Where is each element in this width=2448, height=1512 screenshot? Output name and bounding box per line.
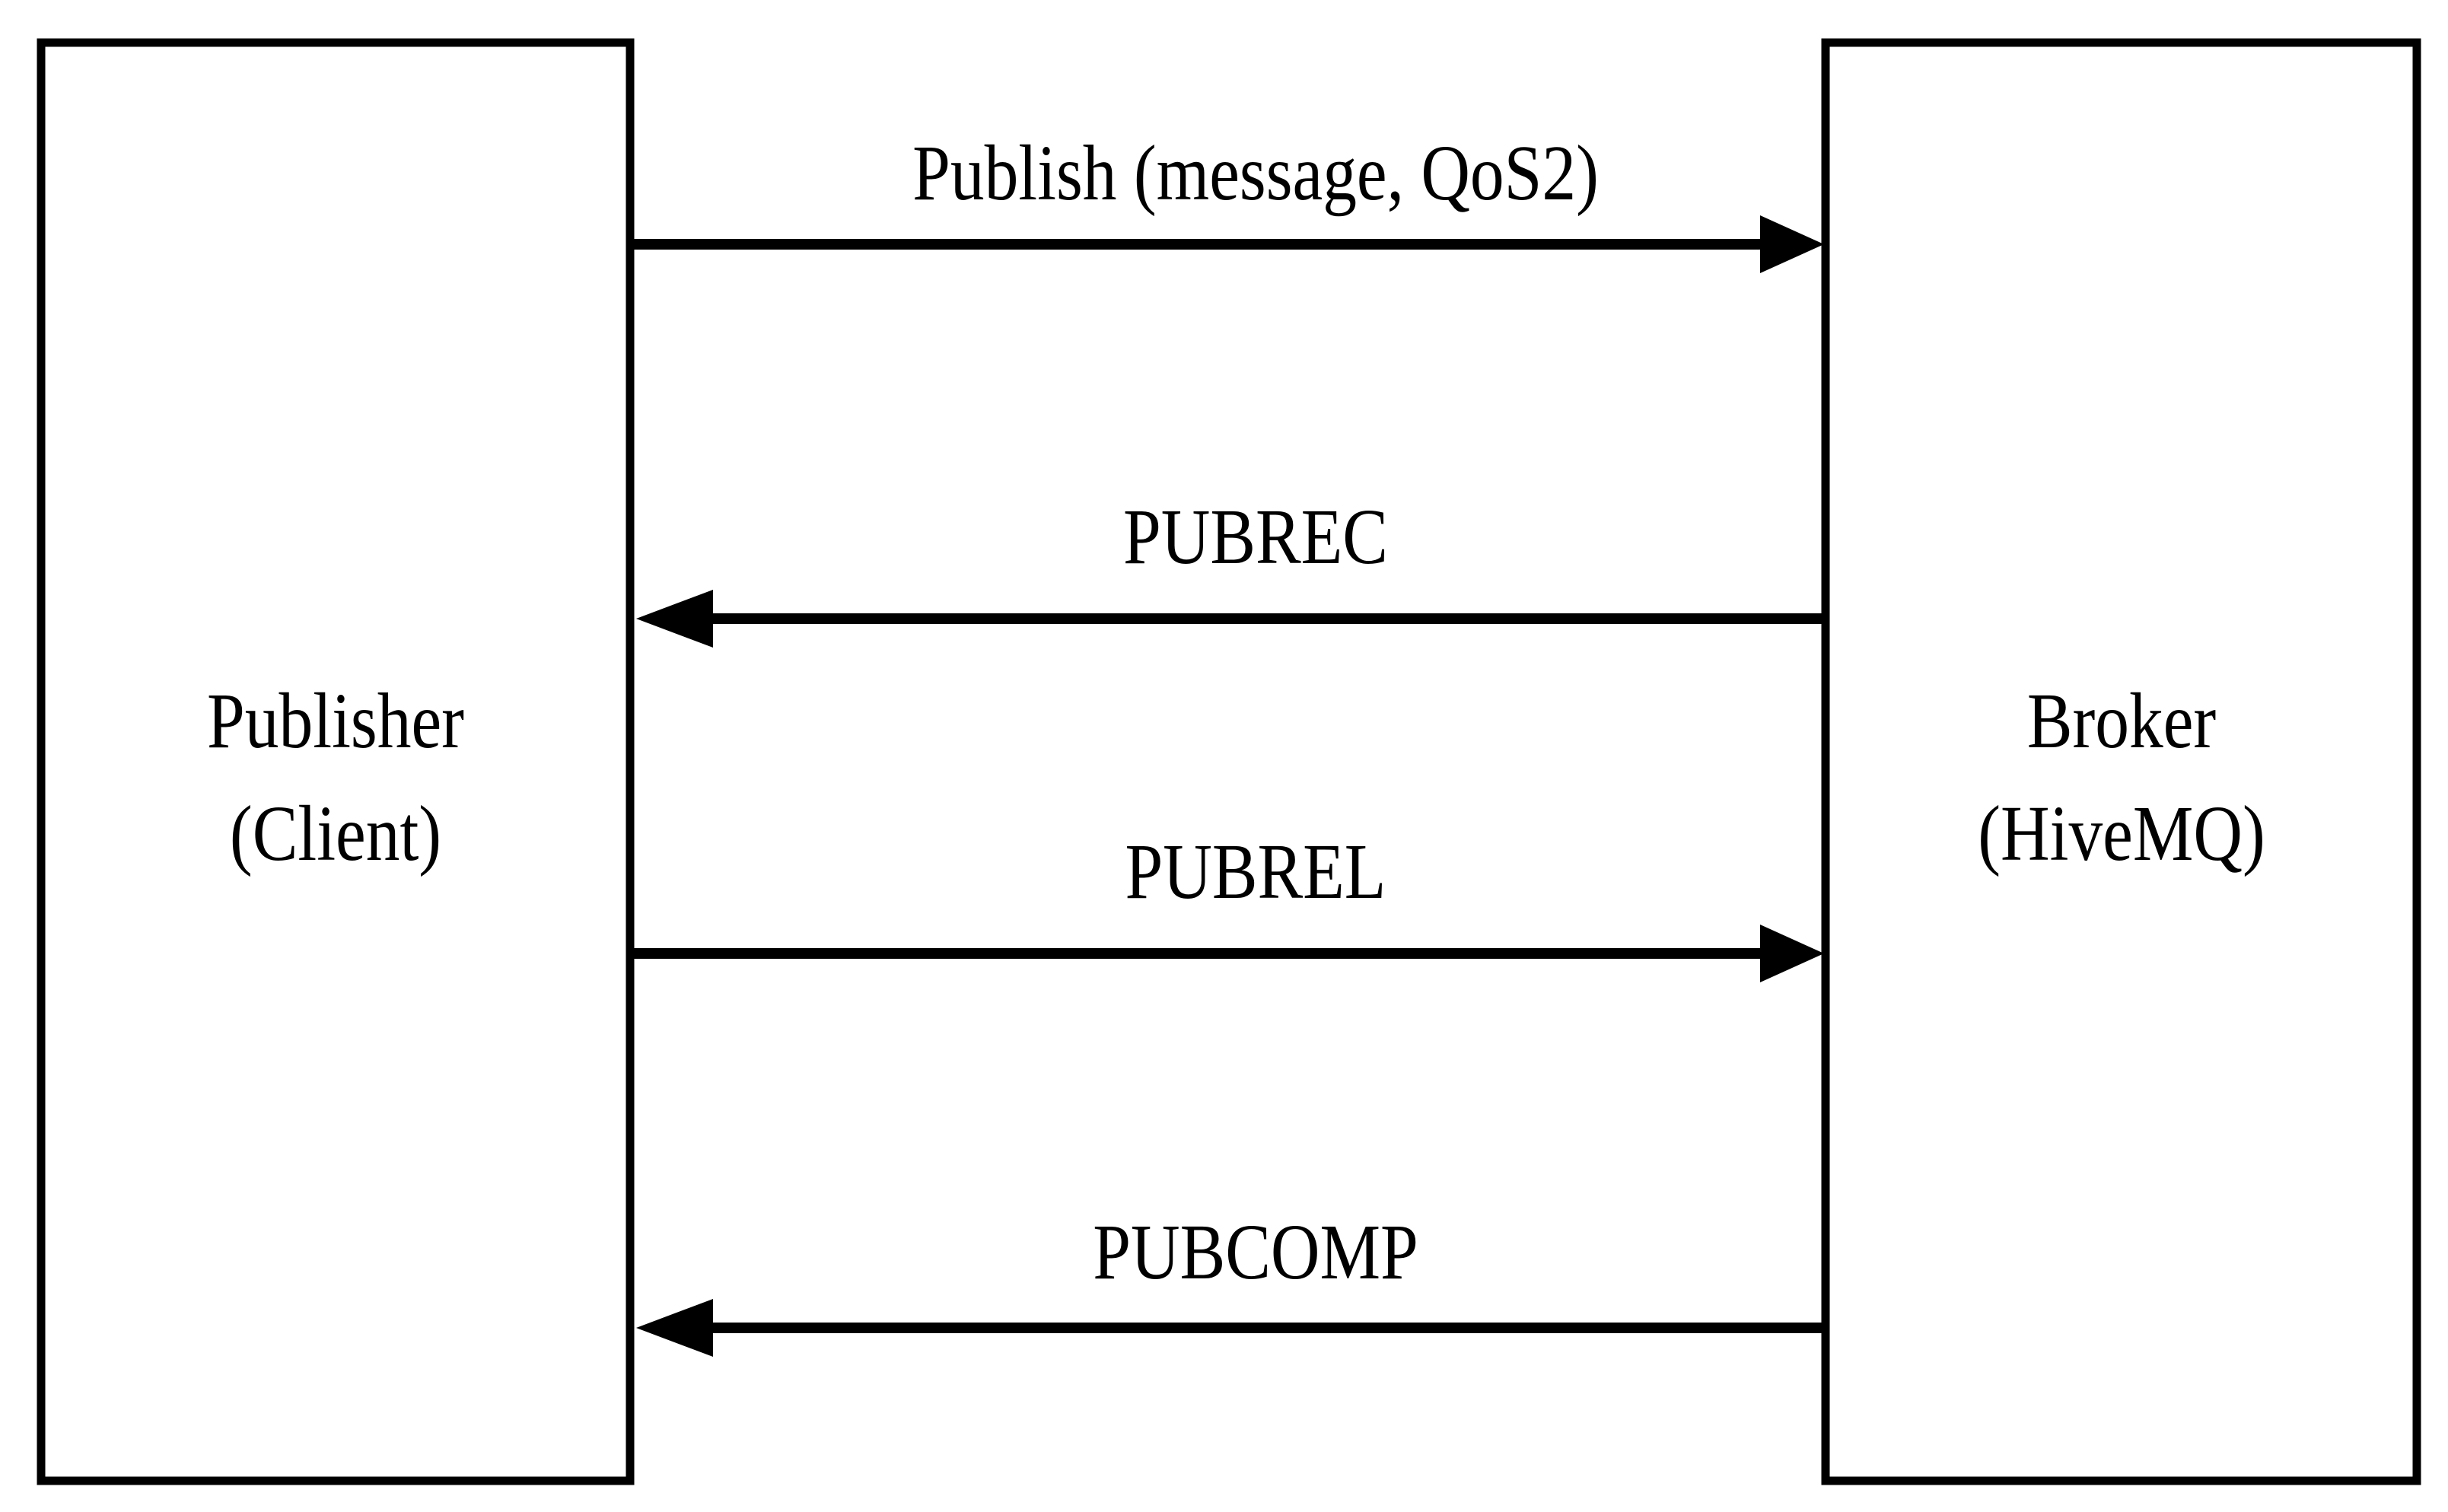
message-label-publish: Publish (message, QoS2) [912, 129, 1599, 217]
participant-broker-line1: Broker [2027, 677, 2216, 765]
participant-box-broker[interactable] [1821, 38, 2421, 1485]
message-label-pubcomp: PUBCOMP [1093, 1208, 1418, 1296]
message-arrow-publish[interactable]: Publish (message, QoS2) [634, 129, 1824, 273]
arrowhead-left-pubrec [636, 590, 713, 648]
participant-publisher-line1: Publisher [207, 677, 464, 765]
participant-label-publisher: Publisher (Client) [207, 677, 464, 877]
participant-box-publisher[interactable] [37, 38, 635, 1485]
message-label-pubrel: PUBREL [1125, 828, 1386, 915]
participant-label-broker: Broker (HiveMQ) [1978, 677, 2265, 877]
message-arrow-pubcomp[interactable]: PUBCOMP [636, 1208, 1826, 1357]
message-arrow-pubrec[interactable]: PUBREC [636, 493, 1826, 648]
message-arrow-pubrel[interactable]: PUBREL [634, 828, 1824, 982]
arrowhead-right-publish [1760, 215, 1824, 273]
arrowhead-left-pubcomp [636, 1299, 713, 1357]
arrowhead-right-pubrel [1760, 925, 1824, 982]
participant-publisher-line2: (Client) [230, 790, 441, 877]
message-label-pubrec: PUBREC [1123, 493, 1388, 581]
participant-broker-line2: (HiveMQ) [1978, 790, 2265, 877]
